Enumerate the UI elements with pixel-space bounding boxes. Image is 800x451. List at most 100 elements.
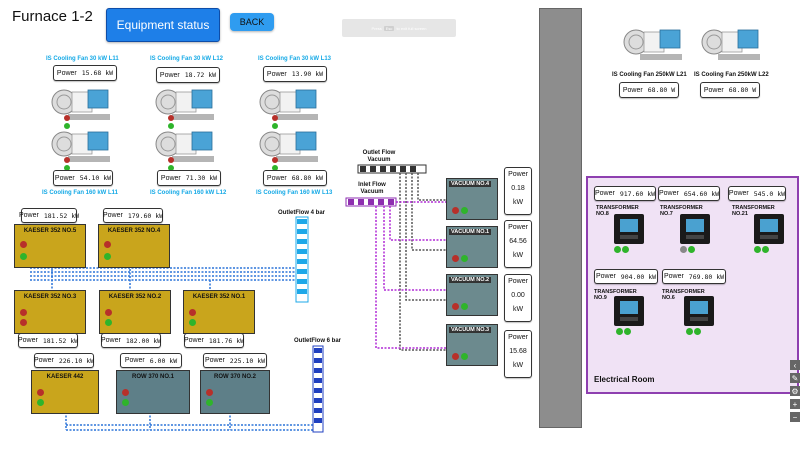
vacuum-no3-power: Power 15.68 kW [504, 330, 532, 378]
fan-160-l11-label: IS Cooling Fan 160 kW L11 [42, 190, 119, 196]
outlet-4bar-label: OutletFlow 4 bar [278, 210, 326, 216]
fullscreen-hint-prefix: Press [371, 25, 382, 31]
run-indicator [104, 253, 111, 260]
power-label: Power [266, 70, 287, 78]
power-label: Power [160, 174, 181, 182]
power-value: 0.00 [511, 292, 525, 299]
power-value: 68.80 W [728, 86, 757, 94]
fan-30-l12-label: IS Cooling Fan 30 kW L12 [150, 56, 224, 62]
fullscreen-hint-suffix: to exit full screen [396, 25, 427, 31]
vacuum-no4-power: Power 0.18 kW [504, 167, 532, 215]
fan-30-l11-power: Power 15.68 kW [53, 65, 117, 81]
run-indicator [622, 246, 629, 253]
power-label: Power [508, 224, 528, 231]
run-indicator [754, 246, 761, 253]
edit-icon[interactable]: ✎ [790, 373, 800, 383]
fullscreen-hint-key: Esc [383, 25, 395, 31]
power-value: 904.00 kW [620, 272, 657, 281]
power-value: 68.80 W [647, 86, 676, 94]
power-label: Power [728, 190, 749, 197]
power-label: Power [663, 273, 684, 280]
vacuum-no3-unit[interactable]: VACUUM NO.3 [446, 324, 498, 366]
power-label: Power [17, 337, 38, 344]
power-unit: kW [512, 362, 524, 369]
row-no2-name: ROW 370 NO.2 [213, 374, 256, 380]
power-value: 15.68 kW [81, 69, 114, 77]
outlet-6bar-label: OutletFlow 6 bar [294, 338, 342, 344]
transformer-no6-meter[interactable] [684, 296, 714, 326]
run-indicator [616, 328, 623, 335]
fan-30-l13-label: IS Cooling Fan 30 kW L13 [258, 56, 332, 62]
power-label: Power [622, 86, 643, 94]
row-no2-unit[interactable]: ROW 370 NO.2 [200, 370, 270, 414]
row-no1-unit[interactable]: ROW 370 NO.1 [116, 370, 190, 414]
run-indicator [105, 319, 112, 326]
power-label: Power [658, 190, 679, 197]
power-label: Power [18, 212, 39, 219]
plus-icon[interactable]: + [790, 399, 800, 409]
minus-icon[interactable]: − [790, 412, 800, 422]
power-label: Power [508, 278, 528, 285]
power-label: Power [266, 174, 287, 182]
power-value: 54.10 kW [79, 174, 112, 182]
power-value: 226.10 kW [58, 356, 95, 365]
kaeser-442-unit[interactable]: KAESER 442 [31, 370, 99, 414]
power-label: Power [703, 86, 724, 94]
back-button[interactable]: BACK [230, 13, 274, 31]
power-label: Power [124, 357, 145, 364]
idle-indicator [680, 246, 687, 253]
run-indicator [461, 303, 468, 310]
run-indicator [206, 399, 213, 406]
power-value: 179.60 kW [127, 211, 164, 220]
transformer-no8-meter[interactable] [614, 214, 644, 244]
vacuum-no3-name: VACUUM NO.3 [449, 327, 492, 333]
stop-indicator [452, 353, 459, 360]
run-indicator [694, 328, 701, 335]
stop-indicator [452, 255, 459, 262]
vacuum-no1-unit[interactable]: VACUUM NO.1 [446, 226, 498, 268]
run-indicator [461, 353, 468, 360]
outlet-vacuum-label: Outlet Flow Vacuum [362, 150, 396, 163]
power-value: 654.60 kW [683, 189, 720, 198]
power-value: 181.52 kW [42, 336, 79, 345]
transformer-no9-meter[interactable] [614, 296, 644, 326]
run-indicator [122, 399, 129, 406]
vacuum-no4-name: VACUUM NO.4 [449, 181, 492, 187]
kaeser-no1-unit[interactable]: KAESER 352 NO.1 [183, 290, 255, 334]
stop-indicator [189, 309, 196, 316]
run-indicator [20, 253, 27, 260]
run-indicator [762, 246, 769, 253]
power-value: 68.80 kW [291, 174, 324, 182]
kaeser-no5-unit[interactable]: KAESER 352 NO.5 [14, 224, 86, 268]
equipment-status-button[interactable]: Equipment status [106, 8, 220, 42]
transformer-no7-power: Power 654.60 kW [658, 186, 720, 201]
stop-indicator [37, 389, 44, 396]
stop-indicator [452, 207, 459, 214]
gear-icon[interactable]: ⚙ [790, 386, 800, 396]
transformer-no7-label: TRANSFORMER NO.7 [660, 205, 703, 217]
power-unit: kW [512, 252, 524, 259]
kaeser-no4-unit[interactable]: KAESER 352 NO.4 [98, 224, 170, 268]
kaeser-no2-unit[interactable]: KAESER 352 NO.2 [99, 290, 171, 334]
power-label: Power [508, 334, 528, 341]
vacuum-no4-unit[interactable]: VACUUM NO.4 [446, 178, 498, 220]
chevron-left-icon[interactable]: ‹ [790, 360, 800, 370]
stop-indicator [105, 309, 112, 316]
power-value: 545.0 kW [753, 189, 786, 198]
power-label: Power [33, 357, 54, 364]
transformer-no21-meter[interactable] [754, 214, 784, 244]
transformer-no7-meter[interactable] [680, 214, 710, 244]
vacuum-no2-unit[interactable]: VACUUM NO.2 [446, 274, 498, 316]
stop-indicator [206, 389, 213, 396]
kaeser-no2-name: KAESER 352 NO.2 [108, 294, 162, 300]
power-label: Power [56, 69, 77, 77]
fan-250-l21-power: Power 68.80 W [619, 82, 679, 98]
kaeser-no3-name: KAESER 352 NO.3 [23, 294, 77, 300]
kaeser-no3-unit[interactable]: KAESER 352 NO.3 [14, 290, 86, 334]
